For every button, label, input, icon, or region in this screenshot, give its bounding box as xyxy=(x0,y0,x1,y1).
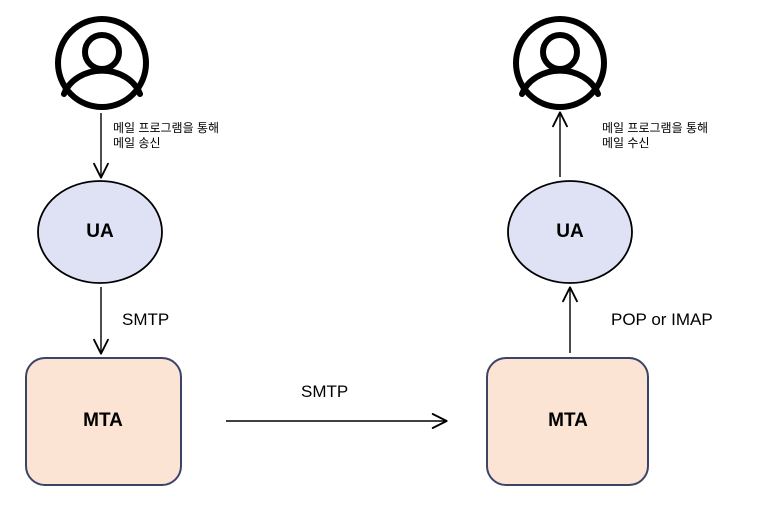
sender-mta-node[interactable] xyxy=(25,357,182,486)
receiver-mta-node[interactable] xyxy=(486,357,649,486)
sender-send-mail-label: 메일 프로그램을 통해 메일 송신 xyxy=(113,121,219,151)
sender-send-mail-label-line1: 메일 프로그램을 통해 xyxy=(113,121,220,135)
receiver-person-icon xyxy=(513,16,607,110)
receiver-pop-imap-label: POP or IMAP xyxy=(611,310,713,329)
receiver-receive-mail-label-line2: 메일 수신 xyxy=(602,136,650,150)
sender-ua-node[interactable] xyxy=(37,180,163,284)
receiver-receive-mail-label: 메일 프로그램을 통해 메일 수신 xyxy=(602,121,708,151)
receiver-ua-node[interactable] xyxy=(507,180,633,284)
sender-smtp-label: SMTP xyxy=(122,310,170,329)
sender-send-mail-label-line2: 메일 송신 xyxy=(113,136,161,150)
transfer-smtp-label: SMTP xyxy=(301,382,349,401)
receiver-receive-mail-label-line1: 메일 프로그램을 통해 xyxy=(602,121,709,135)
sender-person-icon xyxy=(55,16,149,110)
